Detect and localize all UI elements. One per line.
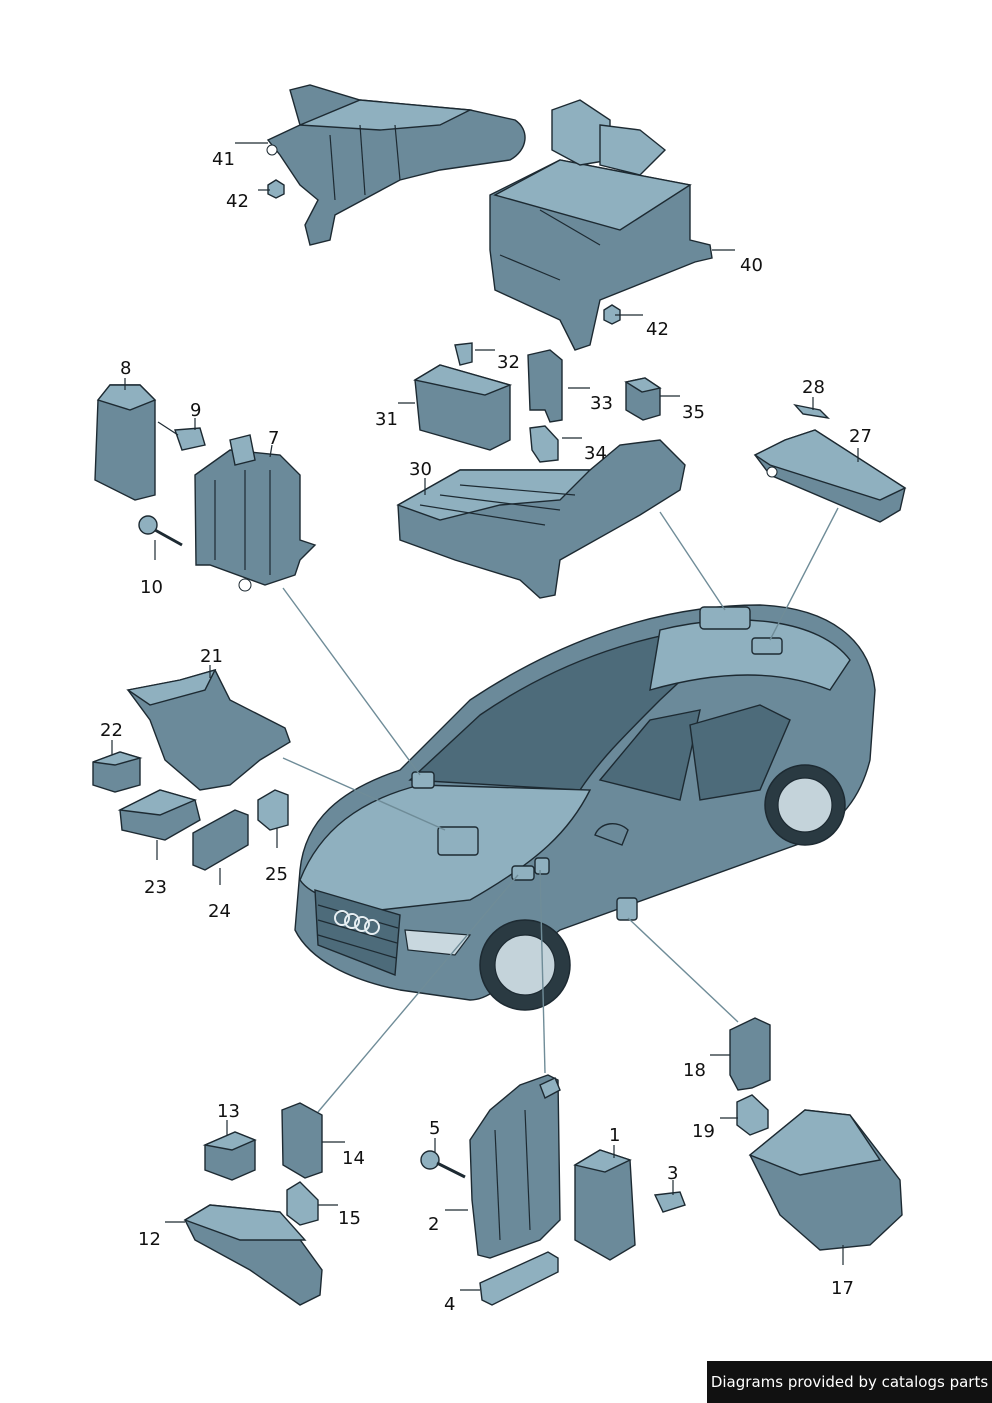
part-31-connector — [413, 364, 513, 451]
label-5: 5 — [429, 1118, 441, 1139]
label-34: 34 — [584, 443, 607, 464]
part-35-relay — [624, 377, 662, 421]
label-35: 35 — [682, 402, 705, 423]
label-2: 2 — [428, 1214, 440, 1235]
label-19: 19 — [692, 1121, 715, 1142]
part-41-bracket — [266, 84, 526, 246]
part-5-screw — [420, 1150, 466, 1179]
label-8: 8 — [120, 358, 132, 379]
part-3-fuse — [653, 1191, 686, 1213]
label-7: 7 — [268, 428, 280, 449]
part-13-relay — [202, 1131, 257, 1181]
part-19-clip — [736, 1094, 769, 1136]
part-40-module — [489, 99, 713, 351]
part-25-clip — [257, 789, 289, 831]
part-8-housing — [94, 384, 157, 501]
label-31: 31 — [375, 409, 398, 430]
part-12-holder — [183, 1204, 323, 1306]
car-illustration — [294, 604, 876, 1011]
label-41: 41 — [212, 149, 235, 170]
leader-lines — [282, 507, 839, 1113]
part-1-housing — [573, 1149, 636, 1261]
part-28-gasket — [793, 403, 831, 420]
label-15: 15 — [338, 1208, 361, 1229]
part-42-nut-b — [603, 304, 621, 325]
part-27-module — [753, 429, 907, 523]
label-24: 24 — [208, 901, 231, 922]
label-23: 23 — [144, 877, 167, 898]
label-22: 22 — [100, 720, 123, 741]
part-32-fuse — [454, 342, 473, 366]
part-21-holder — [126, 668, 291, 791]
label-ticks — [111, 142, 859, 1291]
part-22-relay — [92, 751, 143, 793]
part-34-clip — [529, 425, 559, 463]
label-42-a: 42 — [226, 191, 249, 212]
label-14: 14 — [342, 1148, 365, 1169]
label-32: 32 — [497, 352, 520, 373]
label-33: 33 — [590, 393, 613, 414]
label-1: 1 — [609, 1125, 621, 1146]
part-14-holder — [281, 1102, 323, 1179]
label-9: 9 — [190, 400, 202, 421]
part-2-bracket — [469, 1074, 561, 1259]
part-17-box — [748, 1109, 903, 1251]
label-13: 13 — [217, 1101, 240, 1122]
part-30-fuse-box — [396, 439, 686, 599]
part-24-holder — [192, 809, 249, 871]
label-18: 18 — [683, 1060, 706, 1081]
label-30: 30 — [409, 459, 432, 480]
label-40: 40 — [740, 255, 763, 276]
part-42-nut-a — [267, 179, 285, 199]
label-17: 17 — [831, 1278, 854, 1299]
part-4-clip — [479, 1251, 559, 1306]
part-7-bracket — [194, 434, 317, 592]
part-33-holder — [527, 349, 563, 423]
label-4: 4 — [444, 1294, 456, 1315]
label-27: 27 — [849, 426, 872, 447]
part-9-fuse — [174, 427, 206, 451]
label-12: 12 — [138, 1229, 161, 1250]
label-42-b: 42 — [646, 319, 669, 340]
credit-banner: Diagrams provided by catalogs parts — [707, 1361, 992, 1403]
label-3: 3 — [667, 1163, 679, 1184]
label-28: 28 — [802, 377, 825, 398]
label-25: 25 — [265, 864, 288, 885]
label-21: 21 — [200, 646, 223, 667]
part-10-screw — [138, 515, 183, 547]
part-23-connector — [117, 789, 201, 841]
part-15-clip — [286, 1181, 319, 1226]
part-18-holder — [729, 1017, 771, 1091]
label-10: 10 — [140, 577, 163, 598]
